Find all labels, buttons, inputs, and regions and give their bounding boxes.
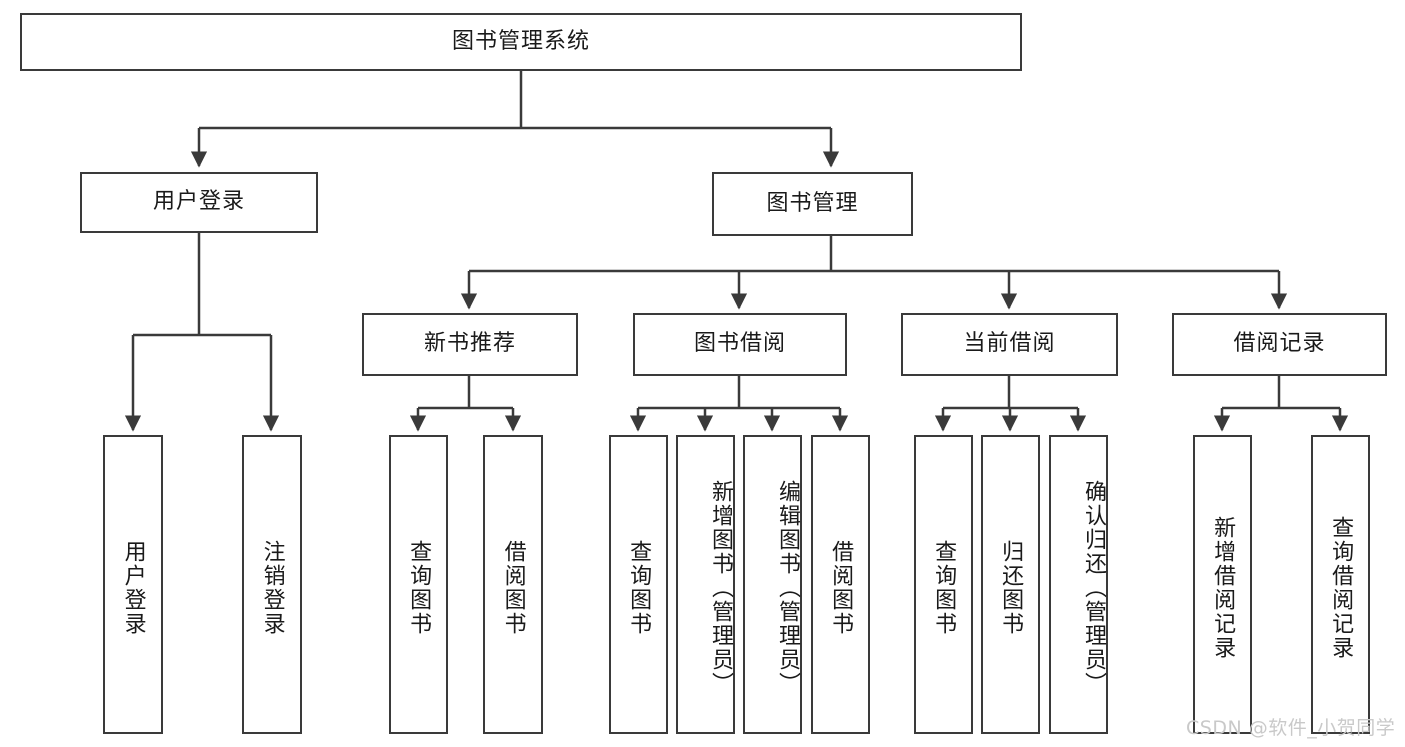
node-label: 新增图书（管理员） (708, 479, 733, 696)
leaf-confirm-return-admin[interactable]: 确认归还（管理员） (1049, 435, 1108, 734)
leaf-user-login[interactable]: 用户登录 (103, 435, 163, 734)
leaf-add-book-admin[interactable]: 新增图书（管理员） (676, 435, 735, 734)
leaf-query-book-borrow[interactable]: 查询图书 (609, 435, 668, 734)
node-label: 借阅图书 (828, 539, 854, 636)
node-label: 查询借阅记录 (1328, 515, 1354, 660)
leaf-edit-book-admin[interactable]: 编辑图书（管理员） (743, 435, 802, 734)
node-label: 注销登录 (259, 539, 285, 636)
node-label: 查询图书 (626, 539, 652, 636)
leaf-logout[interactable]: 注销登录 (242, 435, 302, 734)
watermark: CSDN @软件_小贺同学 (1186, 717, 1396, 739)
leaf-borrow-book-new[interactable]: 借阅图书 (483, 435, 543, 734)
node-label: 新书推荐 (423, 331, 516, 357)
node-label: 借阅图书 (500, 539, 526, 636)
leaf-add-borrow-record[interactable]: 新增借阅记录 (1193, 435, 1252, 734)
node-user-login[interactable]: 用户登录 (80, 172, 318, 233)
node-label: 图书管理系统 (451, 28, 590, 54)
node-label: 用户登录 (152, 189, 245, 215)
node-label: 新增借阅记录 (1210, 515, 1236, 660)
node-label: 用户登录 (120, 539, 146, 636)
node-book-management[interactable]: 图书管理 (712, 172, 913, 236)
node-label: 图书借阅 (693, 331, 786, 357)
leaf-borrow-book[interactable]: 借阅图书 (811, 435, 870, 734)
node-label: 查询图书 (406, 539, 432, 636)
leaf-query-borrow-record[interactable]: 查询借阅记录 (1311, 435, 1370, 734)
node-label: 当前借阅 (963, 331, 1056, 357)
node-root-system[interactable]: 图书管理系统 (20, 13, 1022, 71)
node-label: 查询图书 (931, 539, 957, 636)
leaf-return-book[interactable]: 归还图书 (981, 435, 1040, 734)
node-current-borrow[interactable]: 当前借阅 (901, 313, 1118, 376)
node-label: 借阅记录 (1233, 331, 1326, 357)
node-borrow-record[interactable]: 借阅记录 (1172, 313, 1387, 376)
leaf-query-book-current[interactable]: 查询图书 (914, 435, 973, 734)
leaf-query-book-new[interactable]: 查询图书 (389, 435, 448, 734)
node-book-borrow[interactable]: 图书借阅 (633, 313, 847, 376)
node-label: 归还图书 (998, 539, 1024, 636)
node-label: 图书管理 (766, 190, 859, 216)
node-label: 确认归还（管理员） (1081, 479, 1106, 696)
node-new-book-recommend[interactable]: 新书推荐 (362, 313, 578, 376)
node-label: 编辑图书（管理员） (775, 479, 800, 696)
